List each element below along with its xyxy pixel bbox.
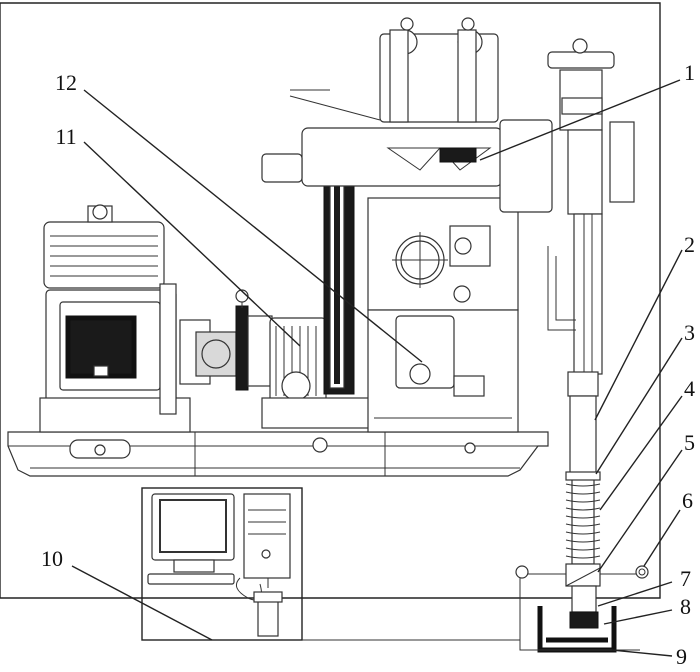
leader-line-11 xyxy=(83,141,301,347)
label-5: 5 xyxy=(684,430,695,455)
spring-assembly xyxy=(515,471,649,587)
leader-line-5 xyxy=(597,449,683,573)
label-2: 2 xyxy=(684,232,695,257)
leader-line-3 xyxy=(595,337,683,475)
label-6: 6 xyxy=(682,488,693,513)
label-11: 11 xyxy=(55,124,76,149)
callout-labels: 1 2 3 4 5 6 7 8 9 10 11 12 xyxy=(41,60,695,669)
label-7: 7 xyxy=(680,566,691,591)
leader-line-2 xyxy=(594,249,683,421)
leader-line-10 xyxy=(71,565,213,641)
computer xyxy=(141,487,521,641)
specimen-tank xyxy=(519,578,640,653)
engine xyxy=(39,204,237,433)
gearbox xyxy=(367,197,519,433)
leader-line-7 xyxy=(597,581,673,607)
label-8: 8 xyxy=(680,594,691,619)
label-9: 9 xyxy=(676,644,687,669)
leader-line-9 xyxy=(611,649,673,657)
belt-drive xyxy=(323,171,355,395)
leader-lines xyxy=(71,79,683,657)
leader-line-8 xyxy=(603,609,673,625)
upper-gear-head xyxy=(261,17,553,213)
leader-line-6 xyxy=(643,509,681,567)
leader-line-12 xyxy=(83,89,423,363)
motor xyxy=(235,289,373,429)
label-1: 1 xyxy=(684,60,695,85)
label-4: 4 xyxy=(684,376,695,401)
leader-line-1 xyxy=(479,79,681,161)
label-10: 10 xyxy=(41,546,63,571)
leader-line-4 xyxy=(599,395,683,511)
machine-frame xyxy=(0,2,661,599)
base-skid xyxy=(7,431,549,477)
label-3: 3 xyxy=(684,320,695,345)
vertical-shaft xyxy=(547,38,635,475)
label-12: 12 xyxy=(55,70,77,95)
